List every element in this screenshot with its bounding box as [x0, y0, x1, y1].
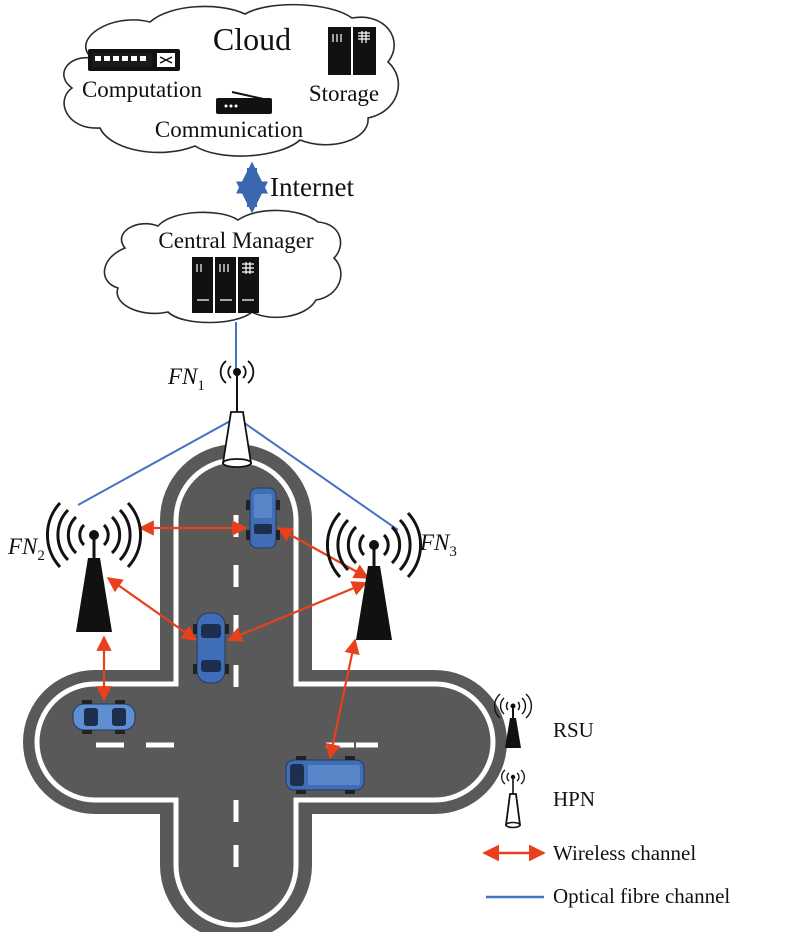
road-edge-line — [34, 457, 496, 928]
central-manager: Central Manager — [103, 209, 342, 324]
router-icon — [216, 91, 272, 114]
switch-icon — [88, 49, 180, 71]
legend-rsu-label: RSU — [553, 718, 594, 742]
storage-label: Storage — [309, 81, 379, 106]
internet-label: Internet — [270, 172, 354, 202]
legend-rsu-icon — [493, 693, 533, 748]
computation-label: Computation — [82, 77, 203, 102]
fn2-rsu: FN2 — [7, 501, 142, 632]
vehicle-hatchback — [72, 700, 136, 734]
legend: RSU HPN Wireless channel Optical fibre c… — [482, 693, 730, 908]
fn2-label: FN2 — [7, 534, 45, 564]
wireless-signal-icon — [326, 511, 422, 579]
vehicle-sedan — [193, 612, 229, 684]
central-manager-label: Central Manager — [158, 228, 314, 253]
wireless-signal-icon — [46, 501, 142, 569]
fn3-label: FN3 — [419, 530, 457, 560]
wireless-links — [96, 520, 370, 760]
internet-link: Internet — [235, 161, 354, 214]
wireless-signal-icon — [219, 360, 255, 384]
legend-optical-label: Optical fibre channel — [553, 884, 730, 908]
cloud-title: Cloud — [213, 21, 291, 57]
vehicle-pickup — [246, 487, 280, 549]
server-icon — [192, 257, 259, 313]
legend-hpn-label: HPN — [553, 787, 595, 811]
fn1-hpn-tower: FN1 — [167, 360, 255, 468]
fn1-label: FN1 — [167, 364, 205, 394]
cloud-shape — [63, 3, 400, 157]
legend-hpn-icon — [501, 769, 525, 829]
optical-links — [77, 419, 399, 531]
communication-label: Communication — [155, 117, 304, 142]
fn3-rsu: FN3 — [326, 511, 457, 640]
storage-server-icon — [328, 27, 376, 75]
vehicle-van — [285, 756, 365, 794]
legend-wireless-label: Wireless channel — [553, 841, 696, 865]
road-surface — [23, 444, 507, 932]
cloud: Cloud Computation Storage — [63, 3, 400, 157]
